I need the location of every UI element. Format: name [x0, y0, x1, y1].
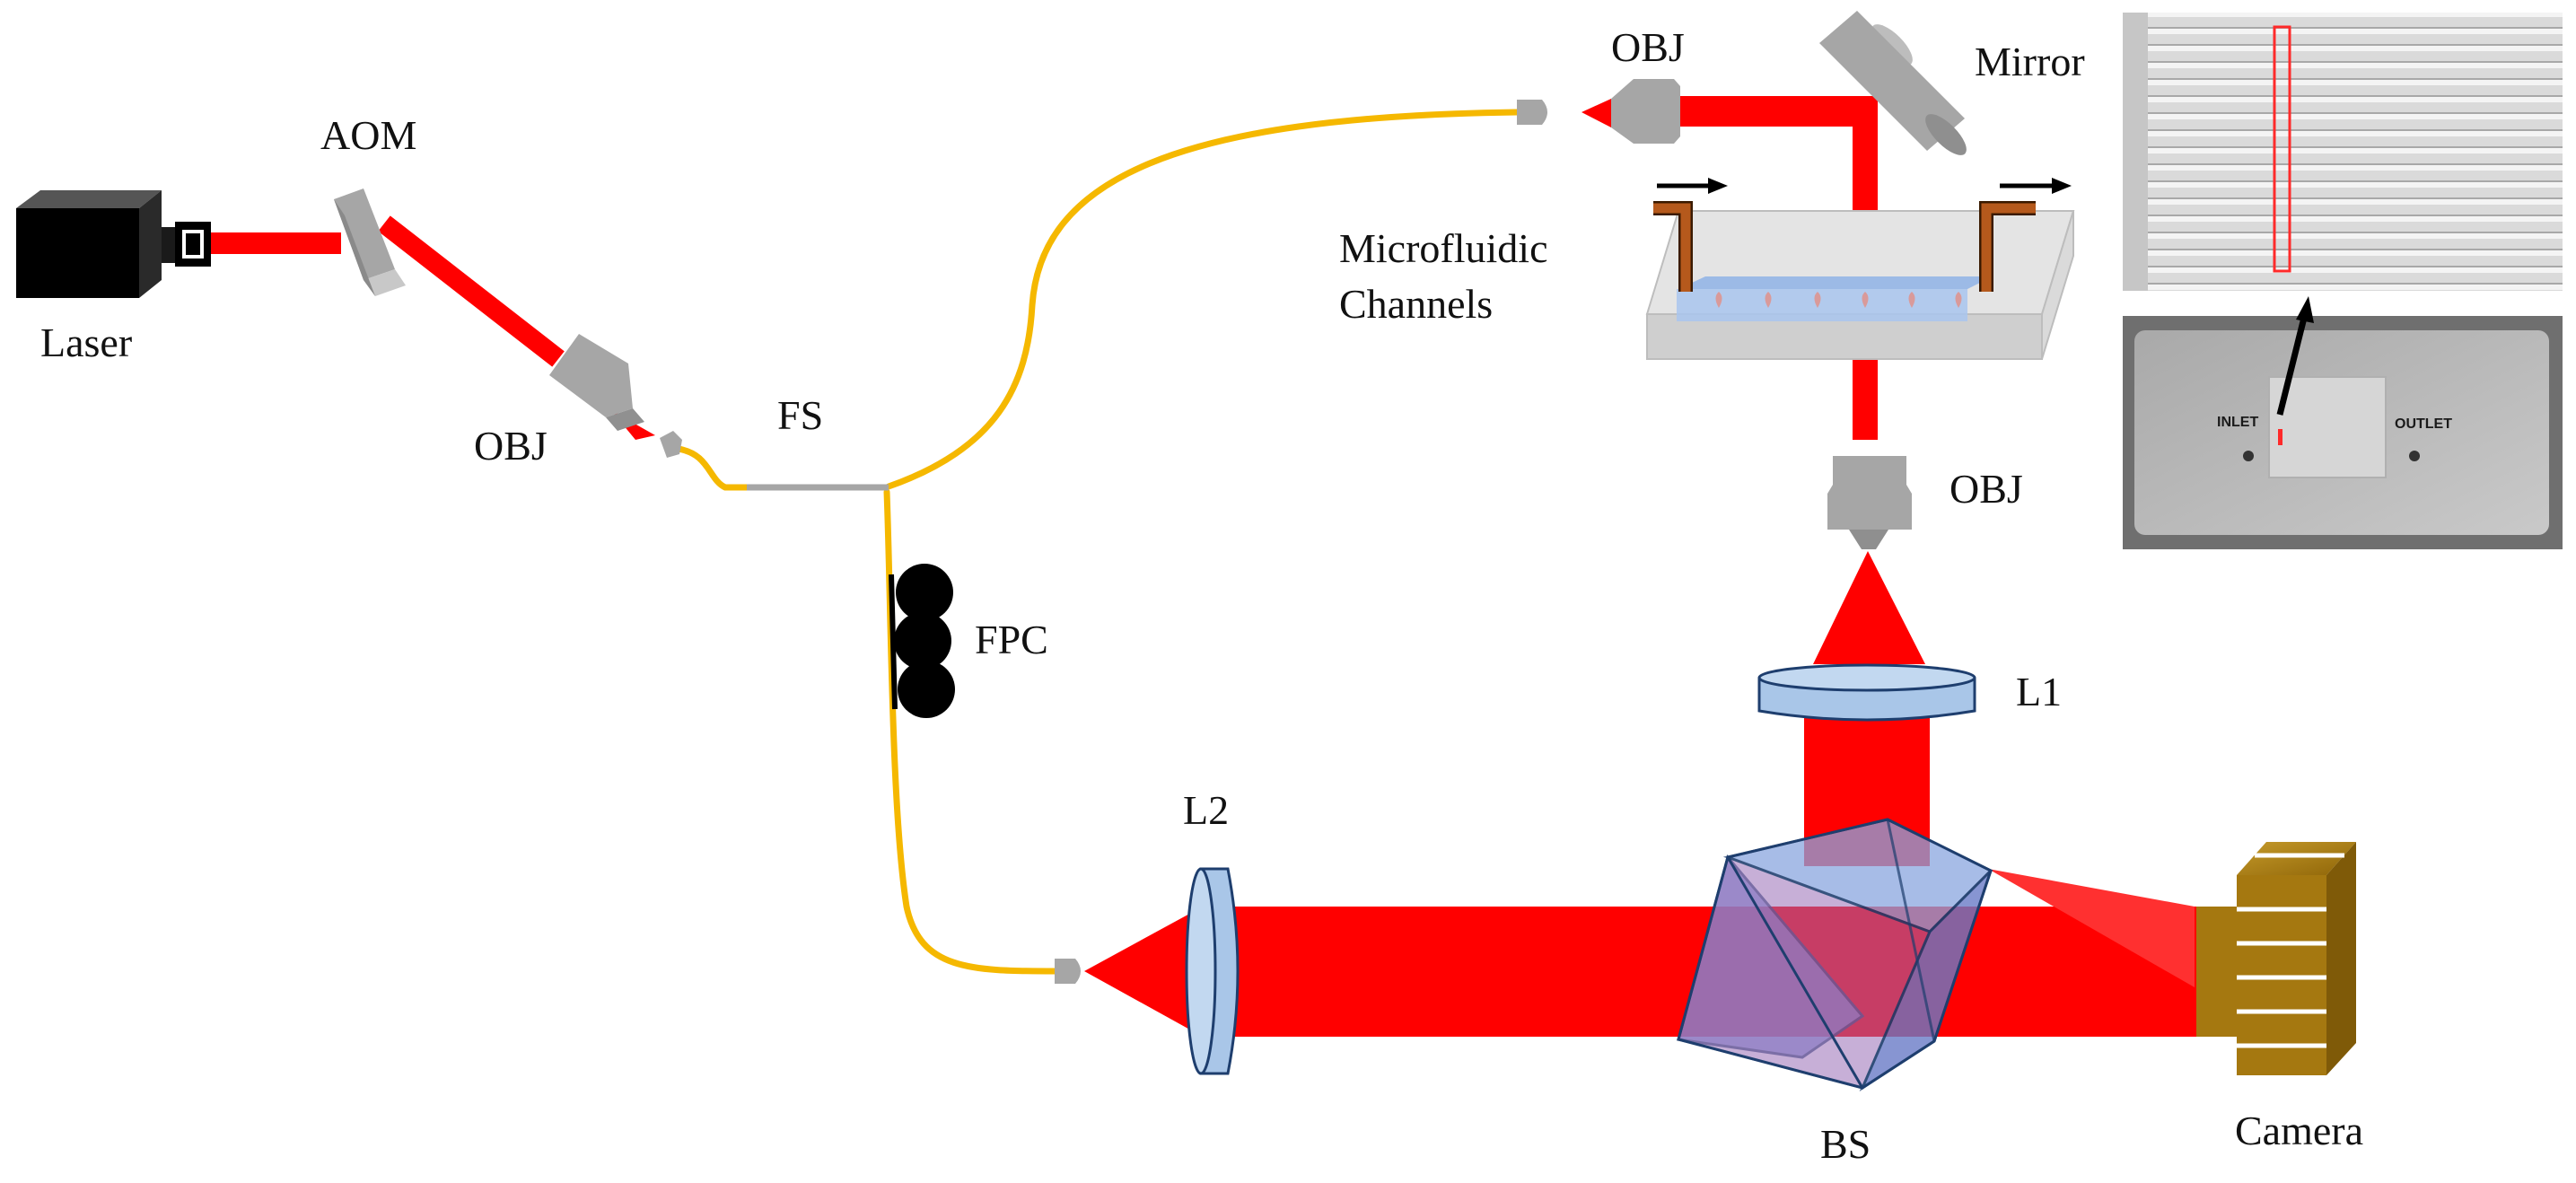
- lens-l2-icon: [1185, 867, 1240, 1075]
- label-mirror: Mirror: [1975, 39, 2085, 84]
- reference-beam: [1084, 869, 2199, 1037]
- label-obj-left: OBJ: [474, 423, 548, 469]
- objective-right-icon: [1827, 456, 1912, 549]
- label-bs: BS: [1820, 1121, 1871, 1167]
- inset-channel-photo: [2123, 13, 2563, 291]
- inset-inlet-label: INLET: [2217, 415, 2258, 430]
- label-laser: Laser: [40, 320, 132, 365]
- label-aom: AOM: [320, 112, 416, 158]
- fiber-end-bottom: [1055, 959, 1081, 984]
- label-channels: Channels: [1339, 281, 1493, 327]
- camera-icon: [2196, 842, 2356, 1075]
- label-obj-right: OBJ: [1950, 466, 2023, 512]
- label-microfluidic: Microfluidic: [1339, 225, 1548, 271]
- label-camera: Camera: [2235, 1108, 2363, 1153]
- mirror-icon: [1819, 11, 1967, 155]
- label-l1: L1: [2016, 669, 2062, 714]
- laser-beam: [211, 215, 655, 440]
- label-fs: FS: [777, 392, 823, 438]
- label-fpc: FPC: [975, 617, 1048, 662]
- inset-chip-photo: INLET OUTLET: [2123, 296, 2563, 549]
- flow-arrow-out-icon: [2000, 178, 2072, 194]
- beam-splitter-icon: [1677, 818, 1993, 1091]
- fpc-icon: [889, 564, 955, 718]
- laser-icon: [16, 190, 211, 298]
- fiber-end-top: [1517, 100, 1547, 125]
- microfluidic-chip: [1645, 178, 2075, 360]
- inset-pointer-arrow: [2276, 313, 2309, 416]
- aom-icon: [334, 188, 406, 296]
- label-l2: L2: [1183, 787, 1229, 833]
- flow-arrow-in-icon: [1657, 178, 1728, 194]
- inset-outlet-label: OUTLET: [2395, 416, 2452, 432]
- objective-left-icon: [549, 334, 644, 431]
- objective-top-icon: [1611, 79, 1680, 144]
- label-obj-top: OBJ: [1611, 24, 1685, 70]
- lens-l1-icon: [1757, 663, 1976, 722]
- fiber-end-left: [660, 431, 682, 458]
